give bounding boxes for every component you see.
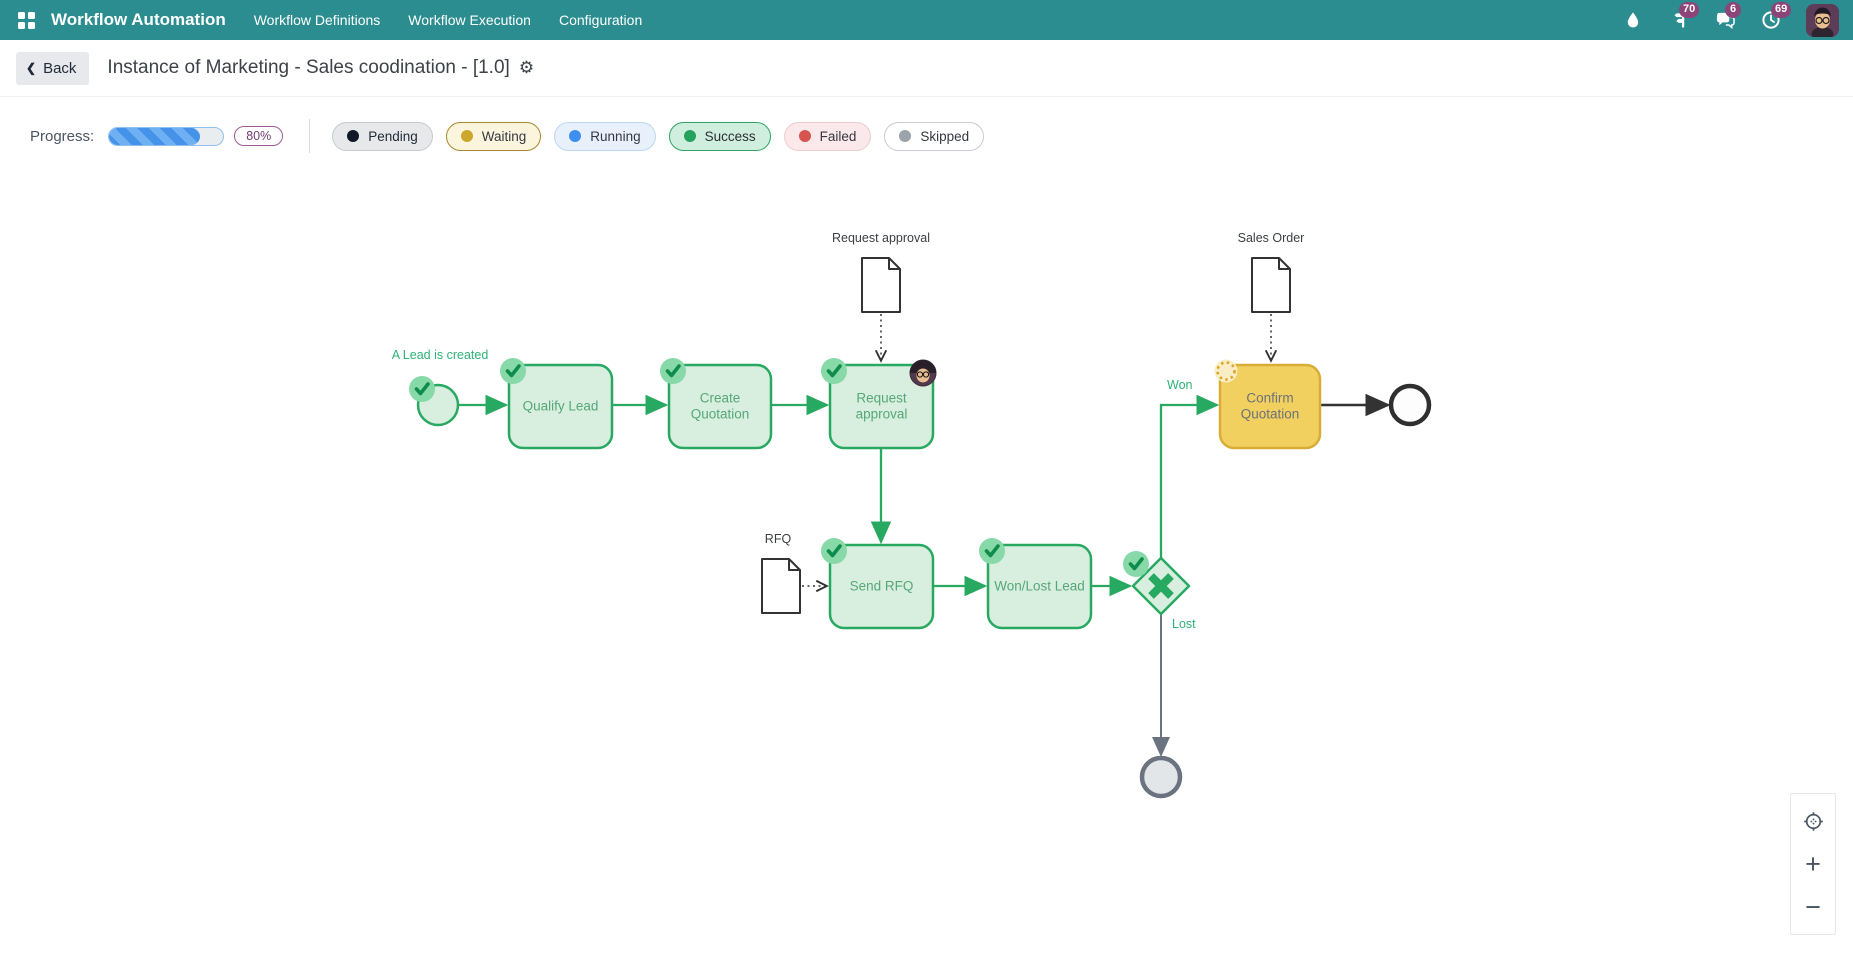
event-node-start-event[interactable] <box>409 376 460 427</box>
clock-count-badge: 69 <box>1771 2 1792 18</box>
doc-rfq: RFQ <box>761 532 801 614</box>
app-brand[interactable]: Workflow Automation <box>51 10 226 29</box>
legend-pill-waiting[interactable]: Waiting <box>445 121 542 151</box>
user-avatar[interactable] <box>1806 3 1839 37</box>
check-icon <box>826 364 842 378</box>
divider <box>309 119 311 153</box>
reset-view-button[interactable] <box>1800 808 1826 834</box>
zoom-out-button[interactable]: − <box>1805 891 1821 922</box>
legend-pill-pending[interactable]: Pending <box>332 121 433 151</box>
waiting-status-dot <box>460 130 473 142</box>
legend-label: Success <box>704 128 756 144</box>
exclusive-x-icon <box>1148 573 1174 599</box>
back-button-label: Back <box>43 59 77 77</box>
menu-item-workflow-definitions[interactable]: Workflow Definitions <box>253 12 381 28</box>
page-title: Instance of Marketing - Sales coodinatio… <box>107 57 510 78</box>
check-icon <box>414 382 430 396</box>
task-node-won-lost-lead[interactable]: Won/Lost Lead <box>979 538 1093 630</box>
progress-toolbar: Progress: 80% Pending Waiting Running Succe… <box>0 97 1853 153</box>
doc-request-approval-label: Request approval <box>832 231 930 245</box>
edge-gateway-confirm-won <box>1159 394 1220 558</box>
doc-request-approval: Request approval <box>832 231 930 313</box>
menu-item-configuration[interactable]: Configuration <box>558 12 643 28</box>
task-label: Won/Lost Lead <box>994 579 1085 594</box>
task-label: Qualify Lead <box>523 399 599 414</box>
legend-label: Waiting <box>481 128 527 144</box>
menu-item-workflow-execution[interactable]: Workflow Execution <box>408 12 531 28</box>
chat-count-badge: 6 <box>1725 2 1741 18</box>
apps-grid-icon[interactable] <box>18 11 35 29</box>
pending-status-dot <box>347 130 360 142</box>
legend-pill-failed[interactable]: Failed <box>783 121 872 151</box>
check-icon <box>665 364 681 378</box>
legend-pill-running[interactable]: Running <box>554 121 656 151</box>
signpost-icon[interactable]: 70 <box>1668 2 1700 31</box>
navbar-systray: 70 6 69 <box>1622 2 1839 37</box>
label-lead-created: A Lead is created <box>392 348 489 362</box>
event-node-end-event-won[interactable] <box>1388 383 1432 427</box>
doc-sales-order: Sales Order <box>1238 231 1305 313</box>
progress-bar-fill <box>109 127 201 145</box>
skipped-status-dot <box>899 130 912 142</box>
task-node-send-rfq[interactable]: Send RFQ <box>821 538 935 630</box>
legend-label: Pending <box>368 128 418 144</box>
running-status-dot <box>569 130 582 142</box>
failed-status-dot <box>798 130 811 142</box>
clock-icon[interactable]: 69 <box>1760 2 1792 31</box>
check-icon <box>505 364 521 378</box>
doc-rfq-label: RFQ <box>765 532 792 546</box>
droplet-icon[interactable] <box>1622 9 1644 31</box>
label-lost: Lost <box>1172 617 1196 631</box>
zoom-in-button[interactable]: + <box>1805 848 1821 879</box>
signpost-count-badge: 70 <box>1679 2 1700 18</box>
legend-label: Running <box>590 128 641 144</box>
doc-sales-order-label: Sales Order <box>1238 231 1305 245</box>
task-label: Send RFQ <box>850 579 914 594</box>
event-node-end-event-lost[interactable] <box>1139 755 1183 799</box>
progress-label: Progress: <box>30 127 95 145</box>
success-status-dot <box>683 130 696 142</box>
legend-label: Failed <box>819 128 857 144</box>
task-node-qualify-lead[interactable]: Qualify Lead <box>500 358 614 450</box>
back-button[interactable]: ❮ Back <box>16 51 90 85</box>
top-navbar: Workflow Automation Workflow Definitions… <box>0 0 1853 40</box>
diagram-zoom-controls: +− <box>1790 793 1836 935</box>
chevron-left-icon: ❮ <box>26 61 37 75</box>
check-icon <box>826 544 842 558</box>
legend-label: Skipped <box>920 128 970 144</box>
spinner-icon <box>1216 361 1236 381</box>
gateway-node-gateway-x[interactable] <box>1123 551 1191 616</box>
check-icon <box>1128 557 1144 571</box>
assignee-avatar[interactable] <box>909 359 937 387</box>
chat-icon[interactable]: 6 <box>1714 2 1741 31</box>
legend-pill-success[interactable]: Success <box>668 121 771 151</box>
breadcrumb-header: ❮ Back Instance of Marketing - Sales coo… <box>0 40 1853 97</box>
check-icon <box>984 544 1000 558</box>
gear-icon[interactable]: ⚙ <box>518 58 535 77</box>
progress-bar <box>108 126 225 146</box>
crosshair-icon <box>1803 811 1823 831</box>
legend-pill-skipped[interactable]: Skipped <box>884 121 985 151</box>
progress-percent-badge: 80% <box>234 126 284 146</box>
main-menu: Workflow Definitions Workflow Execution Co… <box>240 12 657 28</box>
label-won: Won <box>1167 378 1193 392</box>
status-legend: Pending Waiting Running Success Failed Skippe… <box>332 121 985 151</box>
